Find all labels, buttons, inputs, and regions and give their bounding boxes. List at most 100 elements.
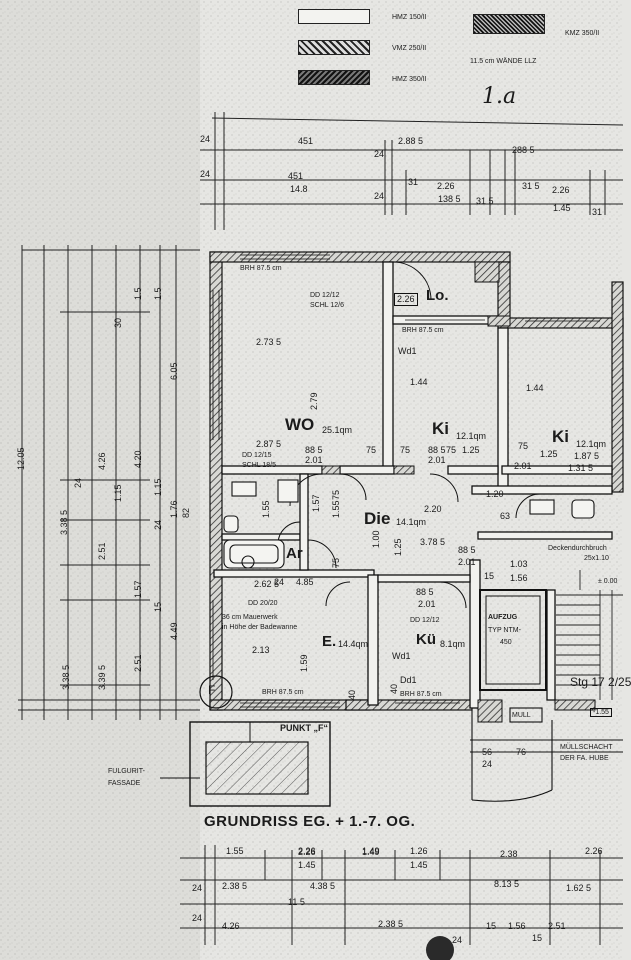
annot-schl-wo: SCHL 12/6 [310,302,344,309]
bathroom-fixtures [223,479,595,569]
refuse-area [470,707,623,802]
legend-swatch-hmz150 [298,9,370,24]
annot-fulgurit-1: FULGURIT- [108,768,145,775]
annot-dd1-ku: Dd1 [400,675,417,685]
dim-top-r2-5: 2.26 [552,185,570,195]
dim-int-35: 40 [347,689,357,700]
dim-int-25: 3.78 5 [420,537,446,547]
dim-bot-r4-1: 4.26 [222,921,240,931]
dim-left-5: 82 [181,507,191,518]
dim-int-2: 1.44 [410,377,428,387]
dim-int-6: 2.01 [305,455,323,465]
legend-note: 11.5 cm WÄNDE LLZ [470,58,537,65]
dim-int-14: 75 [518,441,529,451]
dim-top-r1-2: 24 [374,149,385,159]
annot-level-zero: ± 0.00 [598,578,618,585]
room-ki2-area: 12.1qm [576,439,607,449]
paper-punch-hole [426,936,454,960]
dim-left-19: 1.15 [113,484,123,502]
plan-title: GRUNDRISS EG. + 1.-7. OG. [204,813,416,830]
dim-bot-r3-3: 8.13 5 [494,879,520,889]
annot-dd-wo2: DD 12/15 [242,452,272,459]
dim-top-r3-5: 31 [592,207,603,217]
dim-bot-r3-2: 4.38 5 [310,881,336,891]
bathtub [223,539,285,569]
bottom-dimension-lines [180,845,623,945]
dim-int-44: 24 [274,577,285,587]
dim-top-r1-4: 288 5 [512,145,535,155]
dim-int-12: 1.25 [462,445,480,455]
dim-top-r1-0: 24 [200,134,211,144]
elevator-shaft [479,589,547,691]
dim-int-45: 1.25 [393,538,403,556]
annot-stair: Stg 17 2/25 [570,675,631,689]
dim-left-16: 1.5 [153,287,163,300]
dim-int-8: 75 [400,445,411,455]
dim-left-11: 3.38 5 [61,664,71,690]
dim-int-32: 2.13 [252,645,270,655]
dim-int-43: 15 [484,571,495,581]
dim-top-r2-0: 24 [200,169,211,179]
room-ki1-name: Ki [432,419,449,438]
dim-left-3: 1.5 [133,287,143,300]
wall-columns [321,261,596,723]
dim-left-17: 24 [153,519,163,530]
room-ki2-name: Ki [552,427,569,446]
dim-int-23: 75 [331,557,341,568]
room-die-area: 14.1qm [396,517,427,527]
annot-dd-e: DD 20/20 [248,600,278,607]
annot-mauerwerk-2: in Höhe der Badewanne [222,624,298,631]
dim-bot-r4-0: 24 [192,913,203,923]
dim-bot-r1-2: 1.49 [362,846,380,856]
dim-bot-r4-7: 15 [532,933,543,943]
dim-bot-r1-1: 2.26 [298,846,316,856]
dim-int-18: 1.31 5 [568,463,594,473]
dim-left-14: 24 [73,477,83,488]
annot-brh-ku: BRH 87.5 cm [400,691,442,698]
toilet [223,515,239,533]
dim-int-29: 2.01 [458,557,476,567]
dim-int-17: 1.87 5 [574,451,600,461]
dim-int-28: 88 5 [458,545,476,555]
punkt-f-circle [199,675,233,709]
dim-left-10: 4.49 [169,622,179,640]
dim-bot-r4-8: 2.51 [548,921,566,931]
dim-bot-r4-3: 2.38 5 [378,919,404,929]
dim-bot-r1-3: 1.26 [410,846,428,856]
dim-top-r2-2: 31 [408,177,419,187]
annot-mullschacht-2: DER FA. HUBE [560,755,609,762]
room-e-area: 14.4qm [338,639,369,649]
legend-label-kmz350: KMZ 350/II [565,30,600,37]
dim-int-10: 2.01 [428,455,446,465]
dim-left-9: 2.51 [133,654,143,672]
dim-int-33: 1.59 [299,654,309,672]
dim-int-0: 2.73 5 [256,337,282,347]
dim-bot-r3-1: 2.38 5 [222,881,248,891]
handwritten-mark: 1.a [482,84,517,109]
room-ar-name: Ar [286,545,303,562]
annot-punkt-f: PUNKT „F“ [280,723,328,733]
dim-int-31: 1.56 [510,573,528,583]
dim-int-38: 2.26 [298,847,316,857]
dim-left-1: 4.26 [97,452,107,470]
dim-top-r3-2: 138 5 [438,194,461,204]
dim-int-40: 56 [482,747,493,757]
dim-int-47: 63 [500,511,511,521]
dim-int-16: 2.20 [424,504,442,514]
dim-int-41: 24 [482,759,493,769]
dim-bot-r3-0: 24 [192,883,203,893]
dim-int-5: 88 5 [305,445,323,455]
dim-bot-r4-2: 11 5 [288,897,305,907]
dim-left-7: 2.51 [97,542,107,560]
annot-mullschacht-1: MÜLLSCHACHT [560,744,613,751]
dim-left-4: 1.76 [169,500,179,518]
dim-top-r3-0: 14.8 [290,184,308,194]
dim-int-15: 1.25 [540,449,558,459]
dim-int-30: 1.03 [510,559,528,569]
dim-left-18: 15 [153,601,163,612]
dim-bot-r2-1: 1.45 [410,860,428,870]
dim-bot-r4-5: 15 [486,921,497,931]
annot-mull: MULL [512,712,531,719]
legend-label-vmz250: VMZ 250/II [392,45,427,52]
